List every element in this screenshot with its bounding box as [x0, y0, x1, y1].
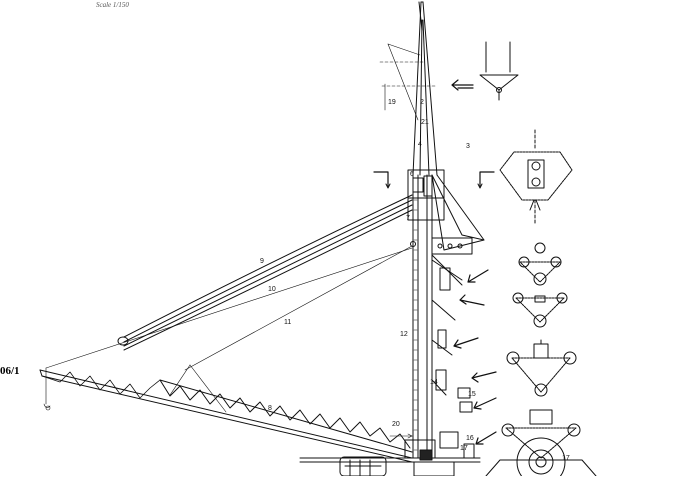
- luffing-cables: [117, 194, 416, 351]
- detail-triangle-2: [512, 292, 568, 328]
- callout-7: 7: [406, 215, 410, 222]
- mast: [299, 1, 495, 477]
- callout-10: 10: [268, 286, 276, 293]
- callout-4: 4: [418, 141, 422, 148]
- callout-19: 19: [388, 99, 396, 106]
- callouts: 2 3 4 6 7 8 9 10 11 12 14 15 16 17 17 19…: [260, 99, 570, 462]
- callout-3: 3: [466, 143, 470, 150]
- detail-triangle-3: [506, 339, 577, 397]
- callout-9: 9: [260, 258, 264, 265]
- callout-2: 2: [420, 99, 424, 106]
- jib-boom: [39, 364, 413, 463]
- callout-16: 16: [466, 435, 474, 442]
- detail-funnel: [479, 41, 519, 101]
- callout-12: 12: [400, 331, 408, 338]
- callout-20: 20: [392, 421, 400, 428]
- figure-id-label: 06/1: [0, 365, 20, 377]
- callout-15: 15: [468, 391, 476, 398]
- detail-masthead: [499, 129, 573, 226]
- callout-21: 21: [421, 119, 429, 126]
- callout-17-main: 17: [460, 445, 468, 452]
- callout-17-detail: 17: [562, 455, 570, 462]
- detail-triangle-1: [518, 242, 562, 286]
- hoist-cable: [43, 245, 413, 411]
- callout-14: 14: [430, 379, 438, 386]
- section-arrows: [451, 79, 497, 445]
- detail-base: [485, 409, 597, 481]
- callout-6: 6: [410, 171, 414, 178]
- scale-label: Scale 1/150: [96, 1, 129, 9]
- section-details: [479, 41, 597, 481]
- callout-11: 11: [284, 319, 291, 326]
- callout-8: 8: [268, 405, 272, 412]
